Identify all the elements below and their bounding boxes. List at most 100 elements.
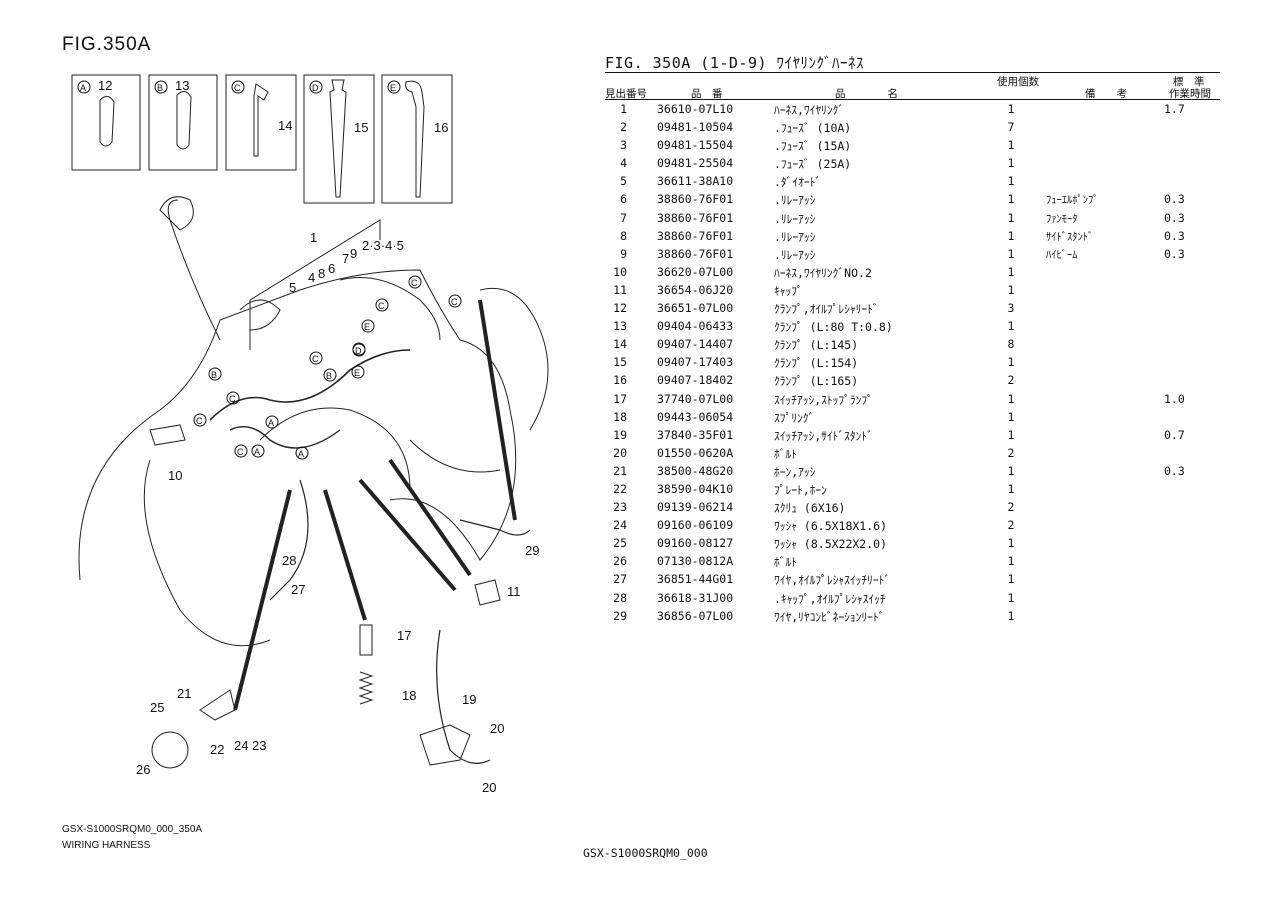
part-name: .ｷｬｯﾌﾟ,ｵｲﾙﾌﾟﾚｼｬｽｲｯﾁ: [774, 591, 886, 606]
figure-name-caption: WIRING HARNESS: [62, 840, 151, 851]
part-number: 09407-17403: [657, 355, 734, 370]
quantity: 1: [1007, 228, 1015, 243]
part-number: 36618-31J00: [657, 590, 734, 605]
row-number: 19: [613, 427, 627, 442]
part-name: ﾊｰﾈｽ,ﾜｲﾔﾘﾝｸﾞNO.2: [774, 265, 872, 280]
callout-5: 5: [289, 280, 296, 295]
row-number: 22: [613, 481, 627, 496]
row-number: 28: [613, 590, 627, 605]
quantity: 1: [1007, 102, 1015, 116]
part-number: 38860-76F01: [657, 210, 734, 225]
callout-8: 8: [318, 266, 325, 281]
header-no: 見出番号: [605, 88, 647, 100]
part-number: 38860-76F01: [657, 246, 734, 261]
marker-c-1: C: [229, 394, 236, 404]
model-code-caption: GSX-S1000SRQM0_000_350A: [62, 824, 203, 835]
quantity: 2: [1007, 518, 1015, 533]
part-name: ｽｲｯﾁｱｯｼ,ｽﾄｯﾌﾟﾗﾝﾌﾟ: [774, 392, 873, 407]
row-number: 14: [613, 337, 627, 352]
part-number: 36654-06J20: [657, 282, 734, 297]
row-number: 21: [613, 463, 627, 478]
table-title: FIG. 350A (1-D-9) ﾜｲﾔﾘﾝｸﾞﾊｰﾈｽ: [605, 54, 865, 72]
standard-time: 0.3: [1164, 192, 1185, 207]
cable-tie-15-icon: [329, 79, 347, 198]
part-name: ｸﾗﾝﾌﾟ,ｵｲﾙﾌﾟﾚｼｬﾘｰﾄﾞ: [774, 302, 879, 317]
part-number: 09481-15504: [657, 138, 734, 153]
part-name: ｽﾌﾟﾘﾝｸﾞ: [774, 410, 815, 425]
letter-a-box: A: [80, 83, 86, 93]
part-name: .ﾘﾚｰｱｯｼ: [774, 247, 816, 262]
part-number: 09407-18402: [657, 373, 734, 388]
part-number: 36610-07L10: [657, 102, 734, 116]
callout-13: 13: [175, 78, 189, 93]
part-name: .ﾀﾞｲｵｰﾄﾞ: [774, 175, 822, 190]
part-number: 36620-07L00: [657, 264, 734, 279]
detail-box-b: [148, 74, 218, 171]
callout-9: 9: [350, 246, 357, 261]
marker-d-1: D: [355, 346, 362, 356]
callout-17: 17: [397, 628, 411, 643]
letter-d-box: D: [312, 83, 319, 93]
callout-19: 19: [462, 692, 476, 707]
part-name: ﾜｯｼｬ (6.5X18X1.6): [774, 519, 888, 534]
quantity: 1: [1007, 608, 1015, 623]
header-time: 作業時間: [1169, 88, 1211, 100]
quantity: 1: [1007, 536, 1015, 551]
row-number: 24: [613, 518, 627, 533]
marker-a-3: A: [298, 449, 304, 459]
part-number: 09443-06054: [657, 409, 734, 424]
callout-26: 26: [136, 762, 150, 777]
remarks: ﾌｧﾝﾓｰﾀ: [1046, 212, 1078, 225]
part-number: 07130-0812A: [657, 554, 734, 569]
part-name: ｷｬｯﾌﾟ: [774, 283, 803, 298]
row-number: 13: [613, 319, 627, 334]
part-name: ﾜｲﾔ,ｵｲﾙﾌﾟﾚｼｬｽｲｯﾁﾘｰﾄﾞ: [774, 573, 891, 588]
marker-c-3: C: [237, 447, 244, 457]
quantity: 1: [1007, 264, 1015, 279]
row-number: 29: [613, 608, 627, 623]
quantity: 1: [1007, 174, 1015, 189]
quantity: 1: [1007, 210, 1015, 225]
quantity: 1: [1007, 246, 1015, 261]
row-number: 9: [620, 246, 627, 261]
part-name: ｸﾗﾝﾌﾟ (L:165): [774, 374, 859, 389]
quantity: 1: [1007, 427, 1015, 442]
standard-time: 1.0: [1164, 391, 1185, 406]
row-number: 18: [613, 409, 627, 424]
figure-title: FIG.350A: [62, 34, 152, 55]
quantity: 1: [1007, 554, 1015, 569]
callout-4: 4: [308, 270, 315, 285]
part-name: ｸﾗﾝﾌﾟ (L:154): [774, 356, 859, 371]
row-number: 5: [620, 174, 627, 189]
part-number: 36851-44G01: [657, 572, 734, 587]
row-number: 16: [613, 373, 627, 388]
row-number: 12: [613, 301, 627, 316]
part-name: ｸﾗﾝﾌﾟ (L:80 T:0.8): [774, 320, 893, 335]
quantity: 2: [1007, 500, 1015, 515]
header-std: 標 準: [1173, 76, 1205, 88]
part-name: ﾌﾟﾚｰﾄ,ﾎｰﾝ: [774, 482, 827, 497]
callout-22: 22: [210, 742, 224, 757]
quantity: 1: [1007, 138, 1015, 153]
row-number: 2: [620, 120, 627, 135]
callout-6: 6: [328, 261, 335, 276]
header-qty: 使用個数: [997, 76, 1039, 88]
detail-box-c: [225, 74, 297, 171]
wiring-harness-diagram: A 12 B 13 C 14 D 15 E 16 1 2·3·4·5 4 5 6…: [71, 74, 549, 795]
quantity: 1: [1007, 463, 1015, 478]
marker-c-6: C: [411, 278, 418, 288]
part-name: ｸﾗﾝﾌﾟ (L:145): [774, 338, 859, 353]
callout-15: 15: [354, 120, 368, 135]
part-number: 09481-10504: [657, 120, 734, 135]
